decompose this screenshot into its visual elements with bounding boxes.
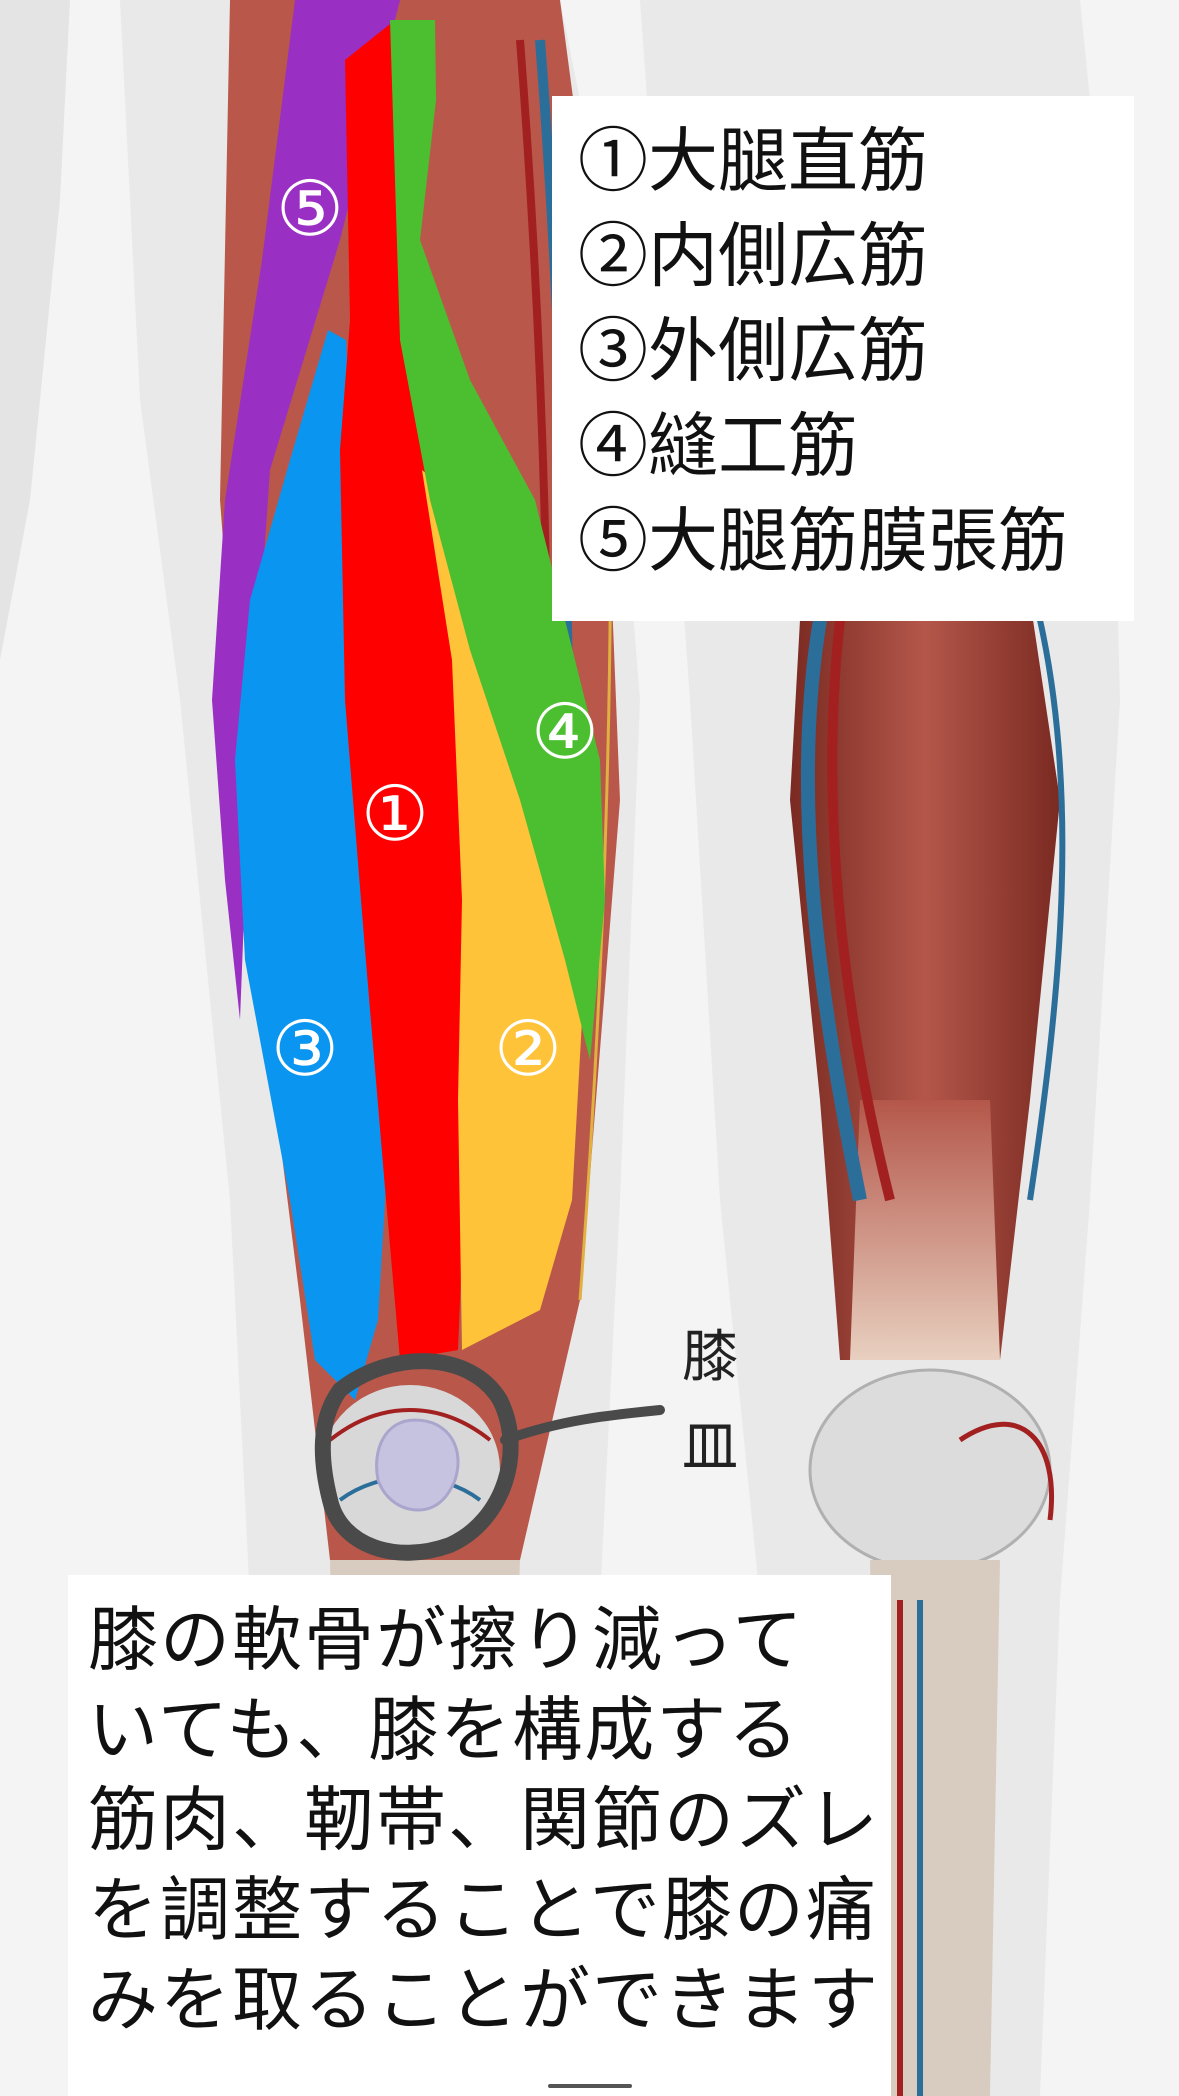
patella-bone — [375, 1418, 460, 1512]
caption-line-1: 膝の軟骨が擦り減って — [88, 1599, 805, 1681]
legend-item-tensor-fasciae-latae: ⑤大腿筋膜張筋 — [578, 500, 1068, 582]
caption-line-3: 筋肉、靭帯、関節のズレ — [88, 1779, 880, 1861]
legend-item-sartorius: ④縫工筋 — [578, 405, 858, 487]
patella-label-char-2: 皿 — [682, 1415, 738, 1480]
sartorius-muscle — [390, 20, 605, 1060]
muscle-label-4: ④ — [531, 687, 599, 776]
legend-item-vastus-medialis: ②内側広筋 — [578, 215, 928, 297]
muscle-overlays — [212, 0, 605, 1400]
right-leg-anatomy — [790, 600, 1066, 2096]
patella-pointer-line — [500, 1405, 665, 1445]
muscle-label-3: ③ — [271, 1004, 339, 1093]
muscle-legend: ①大腿直筋 ②内側広筋 ③外側広筋 ④縫工筋 ⑤大腿筋膜張筋 — [552, 96, 1134, 621]
home-indicator[interactable] — [548, 2084, 632, 2088]
muscle-label-2: ② — [494, 1004, 562, 1093]
muscle-label-5: ⑤ — [276, 164, 344, 253]
caption-line-5: みを取ることができます — [88, 1959, 880, 2041]
legend-item-rectus-femoris: ①大腿直筋 — [578, 120, 928, 202]
patella-label-char-1: 膝 — [682, 1325, 738, 1390]
muscle-number-labels: ① ② ③ ④ ⑤ — [271, 164, 599, 1093]
knee-joint — [314, 1353, 665, 1561]
legend-item-vastus-lateralis: ③外側広筋 — [578, 310, 928, 392]
caption-line-4: を調整することで膝の痛 — [88, 1869, 878, 1951]
vastus-lateralis-muscle — [235, 330, 392, 1400]
patella-highlight-circle — [314, 1353, 519, 1561]
caption-box: 膝の軟骨が擦り減って いても、膝を構成する 筋肉、靭帯、関節のズレ を調整するこ… — [68, 1575, 891, 2096]
rectus-femoris-muscle — [340, 20, 470, 1360]
tensor-fasciae-latae-muscle — [212, 0, 400, 1020]
caption-line-2: いても、膝を構成する — [88, 1689, 801, 1771]
vastus-medialis-muscle — [422, 470, 582, 1350]
muscle-label-1: ① — [361, 769, 429, 858]
